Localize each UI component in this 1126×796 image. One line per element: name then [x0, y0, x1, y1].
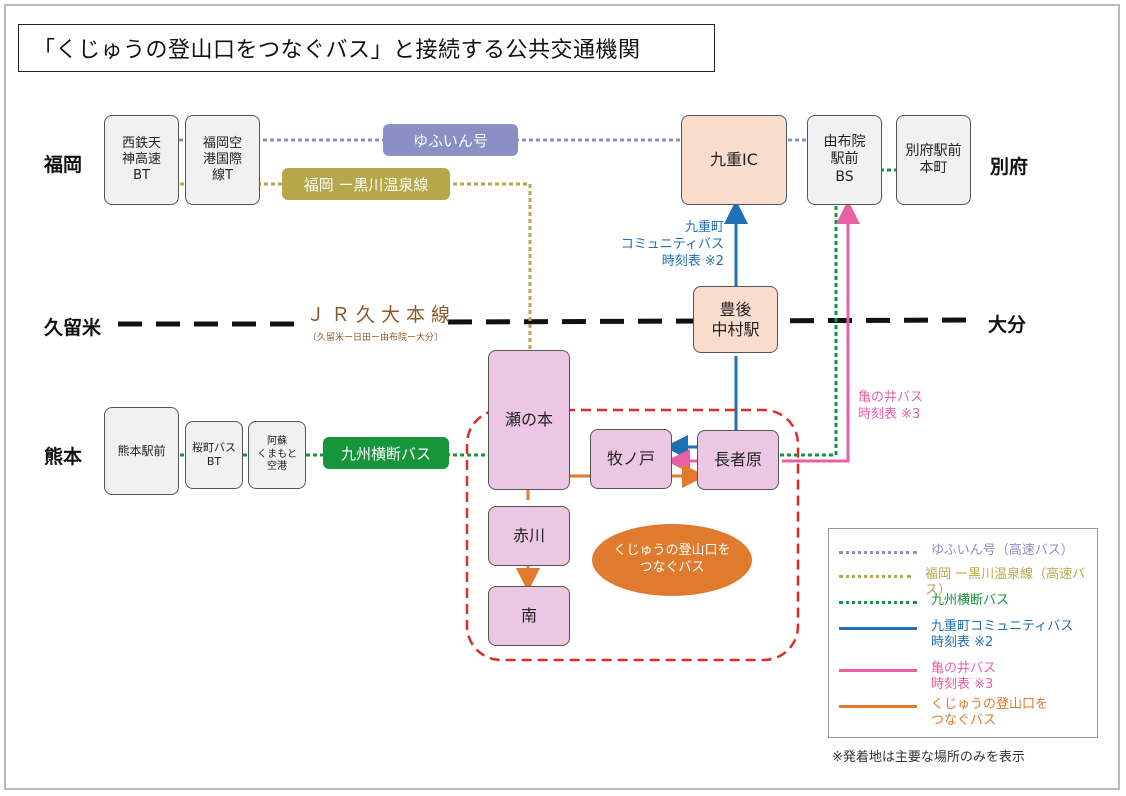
stop-nishitetsu: 西鉄天 神高速 BT — [104, 115, 179, 205]
city-oita: 大分 — [988, 314, 1027, 336]
city-fukuoka: 福岡 — [44, 154, 83, 176]
community-bus-label: 九重町 コミュニティバス 時刻表 ※2 — [620, 220, 724, 269]
kamenoi-label: 亀の井バス 時刻表 ※3 — [858, 390, 924, 422]
jr-line-sublabel: 〔久留米ー日田ー由布院ー大分〕 — [308, 333, 444, 343]
legend-label: くじゅうの登山口を つなぐバス — [931, 697, 1049, 728]
stop-senomoto: 瀬の本 — [488, 350, 570, 490]
city-beppu: 別府 — [990, 156, 1029, 178]
legend-label: ゆふいん号（高速バス） — [931, 543, 1074, 558]
stop-kumamoto-station: 熊本駅前 — [104, 407, 179, 495]
footnote: ※発着地は主要な場所のみを表示 — [832, 750, 1025, 765]
stop-yufuin: 由布院 駅前 BS — [807, 115, 882, 205]
stop-chojabaru: 長者原 — [697, 430, 779, 490]
page-title: 「くじゅうの登山口をつなぐバス」と接続する公共交通機関 — [18, 24, 715, 72]
page-frame — [4, 4, 1120, 790]
legend-swatch — [839, 575, 912, 578]
legend: ゆふいん号（高速バス） 福岡 ー黒川温泉線（高速バス） 九州横断バス 九重町コミ… — [828, 528, 1098, 738]
legend-label: 九重町コミュニティバス 時刻表 ※2 — [931, 619, 1074, 650]
fukuoka-kurokawa-line — [180, 182, 532, 352]
stop-sakuramachi: 桜町バス BT — [185, 421, 243, 489]
legend-swatch — [839, 627, 917, 630]
legend-item: 亀の井バス 時刻表 ※3 — [839, 661, 996, 692]
city-kurume: 久留米 — [44, 317, 102, 339]
legend-item: ゆふいん号（高速バス） — [839, 543, 1074, 559]
jr-line-label: ＪＲ久大本線 — [306, 304, 457, 326]
kamenoi-line — [782, 200, 860, 463]
stop-fukuoka-airport: 福岡空 港国際 線T — [185, 115, 260, 205]
stop-makinoto: 牧ノ戸 — [590, 429, 672, 489]
legend-label: 亀の井バス 時刻表 ※3 — [931, 661, 997, 692]
legend-label: 福岡 ー黒川温泉線（高速バス） — [925, 567, 1086, 598]
route-kyushu-odan-label: 九州横断バス — [323, 437, 449, 469]
legend-swatch — [839, 601, 917, 604]
stop-bungo-nakamura: 豊後 中村駅 — [693, 286, 778, 353]
stop-aso-airport: 阿蘇 くまもと 空港 — [248, 421, 306, 489]
kyushu-odan-line-b — [780, 205, 838, 457]
route-yufuin-go-label: ゆふいん号 — [383, 124, 518, 156]
legend-item: 九重町コミュニティバス 時刻表 ※2 — [839, 619, 1073, 650]
legend-item: 福岡 ー黒川温泉線（高速バス） — [839, 567, 1097, 598]
stop-beppu-station: 別府駅前 本町 — [896, 115, 971, 205]
legend-swatch — [839, 551, 917, 554]
legend-swatch — [839, 705, 917, 708]
legend-label: 九州横断バス — [931, 593, 1010, 608]
route-fukuoka-kurokawa-label: 福岡 ー黒川温泉線 — [282, 168, 450, 200]
jr-line-right — [447, 317, 973, 325]
legend-swatch — [839, 669, 917, 672]
city-kumamoto: 熊本 — [44, 446, 83, 468]
legend-item: 九州横断バス — [839, 593, 1009, 609]
kuju-bus-badge: くじゅうの登山口を つなぐバス — [592, 524, 752, 596]
legend-item: くじゅうの登山口を つなぐバス — [839, 697, 1048, 728]
stop-kokonoe-ic: 九重IC — [681, 115, 787, 205]
stop-minami: 南 — [488, 586, 570, 646]
stop-akagawa: 赤川 — [488, 506, 570, 566]
kuju-area-border — [465, 408, 800, 662]
